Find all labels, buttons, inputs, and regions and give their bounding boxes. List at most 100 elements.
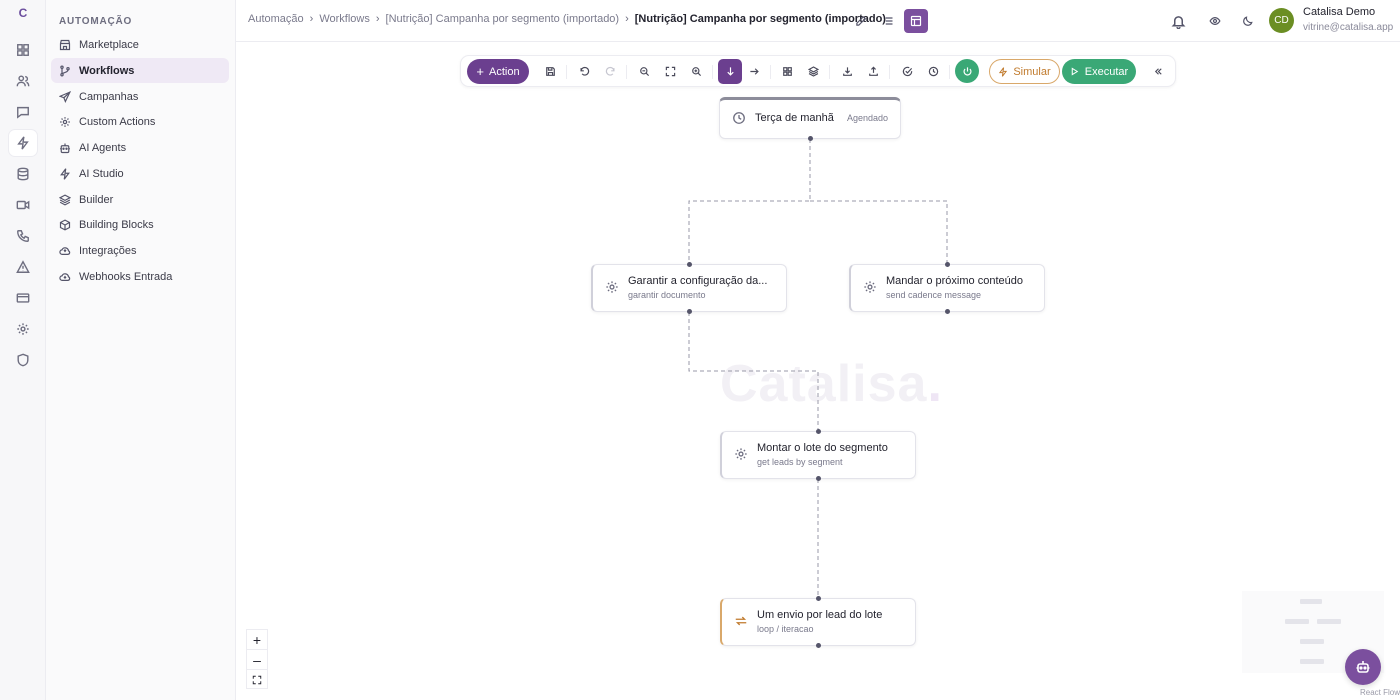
rail-settings-icon[interactable] bbox=[9, 316, 37, 342]
add-action-label: Action bbox=[489, 65, 520, 78]
layout-vertical-button[interactable] bbox=[718, 59, 742, 84]
collapse-toolbar-button[interactable] bbox=[1147, 60, 1169, 83]
plus-icon: + bbox=[476, 64, 484, 79]
rail-automation-icon[interactable] bbox=[9, 130, 37, 156]
rail-users-icon[interactable] bbox=[9, 68, 37, 94]
node-handle[interactable] bbox=[816, 596, 821, 601]
action-node[interactable]: Garantir a configuração da... garantir d… bbox=[591, 264, 787, 312]
minimap-node bbox=[1317, 619, 1341, 624]
execute-button[interactable]: Executar bbox=[1062, 59, 1136, 84]
sidebar-item-workflows[interactable]: Workflows bbox=[51, 58, 229, 83]
breadcrumb-workflows[interactable]: Workflows bbox=[319, 13, 370, 25]
app-logo[interactable]: C bbox=[18, 6, 28, 20]
save-button[interactable] bbox=[539, 60, 561, 83]
node-title: Montar o lote do segmento bbox=[757, 442, 888, 454]
workflow-canvas[interactable]: Catalisa. + Action bbox=[236, 42, 1400, 700]
sidebar-item-building-blocks[interactable]: Building Blocks bbox=[51, 212, 229, 237]
avatar[interactable]: CD bbox=[1269, 8, 1294, 33]
save-icon bbox=[545, 67, 555, 76]
sidebar-item-marketplace[interactable]: Marketplace bbox=[51, 32, 229, 57]
rail-alert-icon[interactable] bbox=[9, 254, 37, 280]
node-handle[interactable] bbox=[945, 309, 950, 314]
cloud-download-icon bbox=[59, 272, 71, 281]
edge-trigger-branch bbox=[688, 139, 811, 264]
gear-icon bbox=[605, 280, 621, 296]
breadcrumb-workflow[interactable]: [Nutrição] Campanha por segmento (import… bbox=[385, 13, 620, 25]
zoom-out-icon bbox=[639, 67, 649, 77]
arrow-right-icon bbox=[749, 68, 759, 75]
grid-icon bbox=[782, 67, 792, 76]
trigger-node[interactable]: Terça de manhã Agendado bbox=[719, 97, 901, 139]
rail-database-icon[interactable] bbox=[9, 161, 37, 187]
add-action-button[interactable]: + Action bbox=[467, 59, 529, 84]
layers-button[interactable] bbox=[802, 60, 824, 83]
sidebar-item-label: Campanhas bbox=[79, 90, 139, 103]
grid-button[interactable] bbox=[776, 60, 798, 83]
node-handle[interactable] bbox=[816, 643, 821, 648]
edit-button[interactable] bbox=[850, 10, 872, 32]
top-header: Automação › Workflows › [Nutrição] Campa… bbox=[236, 0, 1400, 42]
fit-view-button[interactable] bbox=[659, 60, 681, 83]
node-handle[interactable] bbox=[687, 262, 692, 267]
fit-view-button[interactable] bbox=[247, 670, 267, 690]
undo-button[interactable] bbox=[573, 60, 595, 83]
zoom-out-button[interactable] bbox=[633, 60, 655, 83]
rail-chat-icon[interactable] bbox=[9, 99, 37, 125]
sidebar-item-ai-studio[interactable]: AI Studio bbox=[51, 161, 229, 186]
layout-horizontal-button[interactable] bbox=[743, 60, 765, 83]
node-handle[interactable] bbox=[687, 309, 692, 314]
download-button[interactable] bbox=[836, 60, 858, 83]
action-node[interactable]: Mandar o próximo conteúdo send cadence m… bbox=[849, 264, 1045, 312]
sidebar-item-ai-agents[interactable]: AI Agents bbox=[51, 135, 229, 160]
history-button[interactable] bbox=[922, 60, 944, 83]
validate-button[interactable] bbox=[896, 60, 918, 83]
preview-button[interactable] bbox=[1204, 10, 1226, 32]
chevron-right-icon: › bbox=[375, 13, 380, 25]
rail-video-icon[interactable] bbox=[9, 192, 37, 218]
minimap-node bbox=[1300, 659, 1324, 664]
toolbar-divider bbox=[949, 65, 950, 79]
layers-icon bbox=[807, 66, 819, 77]
list-view-button[interactable] bbox=[877, 10, 899, 32]
loop-node[interactable]: Um envio por lead do lote loop / iteraca… bbox=[720, 598, 916, 646]
sidebar-item-custom-actions[interactable]: Custom Actions bbox=[51, 109, 229, 134]
node-handle[interactable] bbox=[945, 262, 950, 267]
simulate-button[interactable]: Simular bbox=[989, 59, 1060, 84]
node-handle[interactable] bbox=[808, 136, 813, 141]
repeat-icon bbox=[734, 614, 750, 630]
eye-icon bbox=[1209, 17, 1221, 25]
trigger-badge: Agendado bbox=[846, 113, 888, 123]
node-subtitle: loop / iteracao bbox=[757, 624, 814, 634]
notifications-button[interactable] bbox=[1167, 10, 1189, 32]
workflow-toolbar: + Action Simular Executar bbox=[460, 55, 1176, 87]
sidebar-item-webhooks-entrada[interactable]: Webhooks Entrada bbox=[51, 264, 229, 289]
canvas-view-button[interactable] bbox=[904, 9, 928, 33]
breadcrumb-automacao[interactable]: Automação bbox=[248, 13, 304, 25]
action-node[interactable]: Montar o lote do segmento get leads by s… bbox=[720, 431, 916, 479]
theme-toggle-button[interactable] bbox=[1237, 10, 1259, 32]
rail-shield-icon[interactable] bbox=[9, 347, 37, 373]
bolt-icon bbox=[999, 66, 1008, 77]
sidebar-item-builder[interactable]: Builder bbox=[51, 187, 229, 212]
activate-toggle[interactable] bbox=[955, 59, 979, 83]
sidebar-item-campanhas[interactable]: Campanhas bbox=[51, 84, 229, 109]
node-handle[interactable] bbox=[816, 476, 821, 481]
sidebar-item-integracoes[interactable]: Integrações bbox=[51, 238, 229, 263]
redo-button[interactable] bbox=[599, 60, 621, 83]
rail-card-icon[interactable] bbox=[9, 285, 37, 311]
layout-icon bbox=[910, 15, 922, 27]
user-name: Catalisa Demo bbox=[1303, 6, 1376, 18]
node-handle[interactable] bbox=[816, 429, 821, 434]
arrow-down-icon bbox=[726, 67, 734, 76]
zoom-in-button[interactable]: + bbox=[247, 630, 267, 650]
toolbar-divider bbox=[829, 65, 830, 79]
zoom-in-button[interactable] bbox=[685, 60, 707, 83]
rail-phone-icon[interactable] bbox=[9, 223, 37, 249]
assistant-button[interactable] bbox=[1345, 649, 1381, 685]
sidebar-item-label: Integrações bbox=[79, 244, 137, 257]
react-flow-attribution[interactable]: React Flow bbox=[1360, 688, 1400, 697]
upload-button[interactable] bbox=[862, 60, 884, 83]
zoom-out-button[interactable]: – bbox=[247, 650, 267, 670]
rail-dashboard-icon[interactable] bbox=[9, 37, 37, 63]
node-title: Garantir a configuração da... bbox=[628, 275, 768, 287]
